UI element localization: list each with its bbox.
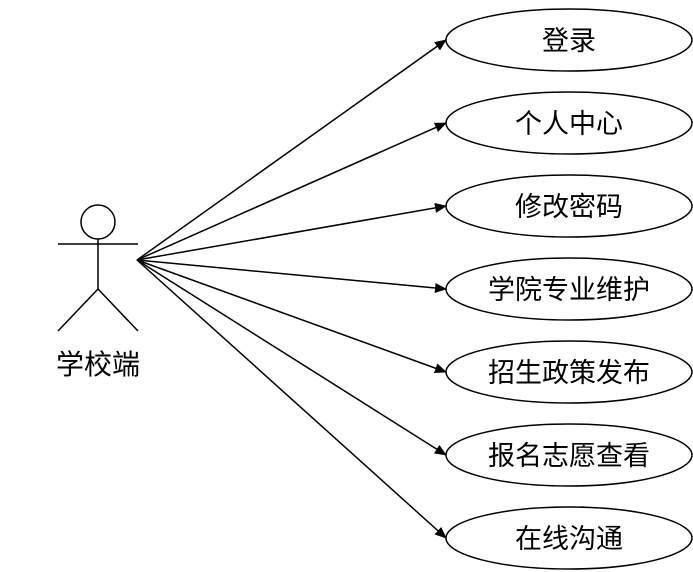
associations [136, 39, 447, 539]
use-case: 个人中心 [445, 91, 693, 155]
association-arrow [136, 259, 447, 373]
use-case-label: 招生政策发布 [488, 358, 650, 389]
association-arrow [136, 202, 447, 261]
use-case-ellipse [445, 340, 693, 404]
use-case-ellipse [445, 257, 693, 321]
use-case-label: 个人中心 [515, 109, 623, 140]
use-case-ellipse [445, 506, 693, 570]
use-case-label: 学院专业维护 [488, 275, 650, 306]
stick-figure-icon [57, 204, 139, 332]
use-case-ellipse [445, 8, 693, 72]
association-arrow [136, 122, 447, 261]
use-case-ellipse [445, 174, 693, 238]
use-case-label: 报名志愿查看 [488, 441, 650, 472]
association-arrow [136, 259, 447, 293]
actor-label: 学校端 [56, 348, 140, 381]
association-arrow [136, 39, 447, 261]
actor: 学校端 [56, 204, 140, 381]
use-case-ellipse [445, 91, 693, 155]
use-case: 招生政策发布 [445, 340, 693, 404]
use-case-label: 在线沟通 [515, 524, 623, 555]
association-arrow [136, 259, 447, 539]
use-case: 登录 [445, 8, 693, 72]
use-case-ellipse [445, 423, 693, 487]
use-case: 在线沟通 [445, 506, 693, 570]
use-case-label: 修改密码 [515, 192, 623, 223]
use-case: 修改密码 [445, 174, 693, 238]
association-arrow [136, 259, 447, 456]
use-case: 报名志愿查看 [445, 423, 693, 487]
use-case: 学院专业维护 [445, 257, 693, 321]
use-case-label: 登录 [542, 26, 596, 57]
